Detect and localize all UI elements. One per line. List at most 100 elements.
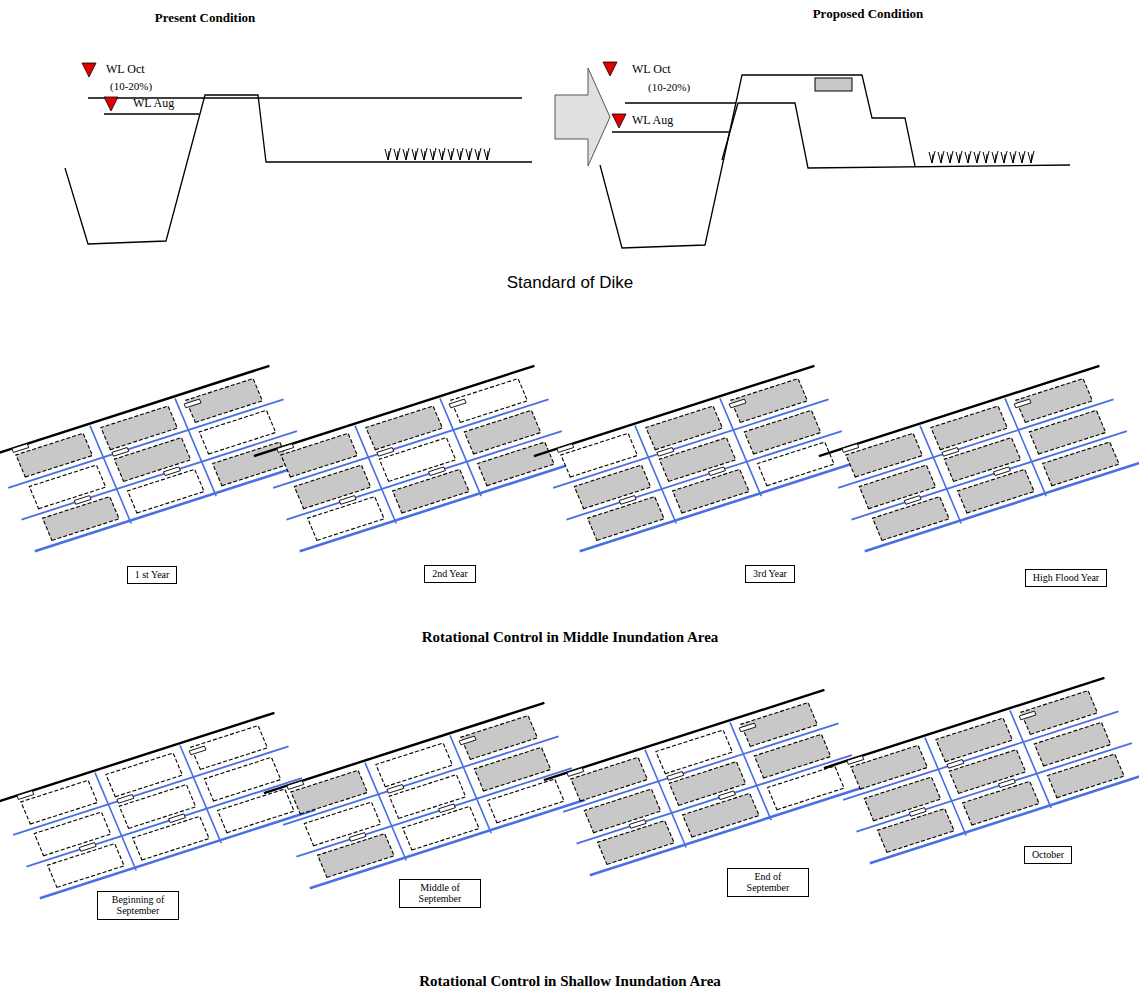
sluice-gate [904,496,921,505]
sluice-gate [164,467,181,476]
canal-line [576,755,851,844]
canal-line [310,800,585,889]
canal-line [851,431,1126,520]
canal-line [920,426,961,524]
canal-line [838,399,1113,488]
period-label-box: End of September [727,868,809,897]
sluice-gate [12,444,29,453]
sluice-gate [709,467,726,476]
river-dike-line [0,366,269,456]
sluice-gate [17,791,34,800]
grass-tuft [956,151,962,163]
canal-line [843,711,1118,800]
canal-line [40,810,315,899]
grass-tuft [457,148,463,160]
period-label-box: October [1024,846,1072,864]
present-section [65,63,532,244]
paddy-field [931,406,1008,450]
paddy-field [106,753,182,797]
sluice-gate [449,399,466,408]
raised-dike-profile [600,75,915,248]
period-label: 2nd Year [432,568,468,580]
paddy-grid [264,703,585,888]
paddy-field [571,757,648,801]
probability-label: (10-20%) [648,81,690,94]
paddy-grid [0,713,315,898]
canal-line [180,745,221,843]
grass-tuft [403,148,409,160]
river-dike-line [819,366,1100,456]
sluice-gate [169,814,186,823]
old-dike-profile [722,103,1070,168]
canal-line [553,399,828,488]
canal-line [1010,710,1051,808]
period-label-box: 3rd Year [745,565,795,583]
figure-caption: Rotational Control in Middle Inundation … [422,629,719,646]
figure-caption: Rotational Control in Shallow Inundation… [419,973,721,990]
road-pavement [815,78,852,91]
canal-line [1005,398,1046,496]
sluice-gate [1019,711,1036,720]
grass-tuft [974,151,980,163]
paddy-grid [0,366,310,551]
grass-tuft [1001,151,1007,163]
canal-line [90,426,131,524]
dike-profile [65,95,532,244]
water-level-marker [603,62,617,76]
sluice-gate [117,795,134,804]
period-label-box: Middle of September [399,879,481,908]
river-dike-line [824,678,1105,768]
sluice-gate [439,804,456,813]
canal-line [13,746,288,835]
sluice-gate [349,833,366,842]
proposed-section [600,62,1070,248]
paddy-field [376,743,453,787]
block-arrow [555,68,610,166]
water-level-line [612,131,729,132]
sluice-gate [74,496,91,505]
canal-line [730,722,771,820]
grass-tuft [965,151,971,163]
period-label: 3rd Year [753,568,787,580]
period-label: End of September [735,871,801,894]
grass-tuft [484,148,490,160]
canal-line [563,723,838,812]
canal-line [283,736,558,825]
sluice-gate [999,779,1016,788]
sluice-gate [629,820,646,829]
sluice-gate [377,448,394,457]
sluice-gate [1014,399,1031,408]
water-level-marker [104,97,118,111]
grass-tuft [1028,151,1034,163]
canal-line [8,399,283,488]
canal-line [925,738,966,836]
period-label: High Flood Year [1033,572,1099,584]
paddy-field [646,406,723,450]
canal-line [450,735,491,833]
canal-line [566,431,841,520]
sluice-gate [387,785,404,794]
grass-tuft [947,151,953,163]
period-label-box: Beginning of September [97,891,179,920]
paddy-grid [534,366,855,551]
paddy-field [846,433,923,477]
paddy-field [366,406,443,450]
water-level-marker [82,63,96,77]
canal-line [286,431,561,520]
sluice-gate [909,808,926,817]
canal-line [273,399,548,488]
grass-tuft [1010,151,1016,163]
water-level-label: WL Aug [133,97,174,111]
grass-tuft [992,151,998,163]
sluice-gate [557,444,574,453]
sluice-gate [667,772,684,781]
paddy-field [656,730,733,774]
paddy-grid [254,366,575,551]
period-label: Beginning of September [105,894,171,917]
grass-group [385,148,1034,163]
grass-tuft [385,148,391,160]
water-level-marker [612,114,626,128]
canal-line [635,426,676,524]
sluice-gate [729,399,746,408]
